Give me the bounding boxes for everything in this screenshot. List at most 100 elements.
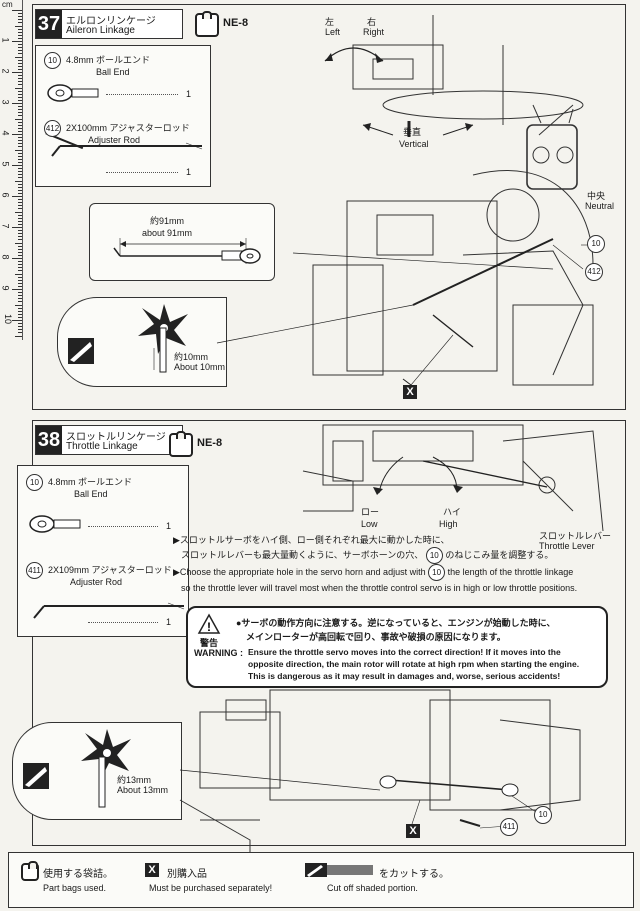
part-name-jp: 4.8mm ボールエンド	[48, 477, 133, 487]
legend-box: 使用する袋詰。 Part bags used. X 別購入品 Must be p…	[8, 852, 634, 908]
ruler-tick	[18, 199, 22, 201]
right-label-en: Right	[363, 27, 385, 37]
ruler-tick	[18, 205, 22, 207]
part-name-jp: 2X100mm アジャスターロッド	[66, 123, 190, 133]
svg-text:!: !	[207, 620, 211, 634]
left-label-jp: 左	[325, 17, 335, 27]
step-38-bag-label: NE-8	[197, 437, 223, 449]
part-name-en: Adjuster Rod	[70, 577, 123, 587]
rod-length-box: 約91mm about 91mm	[89, 203, 275, 281]
part-qty: 1	[186, 167, 192, 177]
ruler-tick	[18, 230, 22, 232]
ruler-tick	[18, 99, 22, 101]
ruler-tick	[18, 251, 22, 253]
ruler-tick	[18, 202, 22, 204]
high-label-en: High	[439, 519, 458, 529]
ruler-tick	[15, 304, 22, 306]
ruler-tick	[18, 223, 22, 225]
ruler-tick	[18, 326, 22, 328]
ruler-tick	[15, 25, 22, 27]
ruler-tick	[15, 56, 22, 58]
part-number-badge: 10	[26, 474, 43, 491]
servo-horn-drawing	[68, 304, 188, 373]
neutral-label-jp: 中央	[587, 191, 606, 201]
ruler-tick	[18, 282, 22, 284]
ruler-tick	[12, 165, 22, 166]
legend-bag-jp: 使用する袋詰。	[43, 869, 113, 880]
ruler-tick	[18, 264, 22, 266]
rod-length-jp: 約91mm	[150, 216, 185, 226]
ruler-tick	[12, 134, 22, 135]
ruler-tick	[18, 183, 22, 185]
servo-horn-zoom: 約10mm About 10mm	[57, 297, 227, 387]
instruction-en-line1: Choose the appropriate hole in the servo…	[179, 567, 426, 577]
ruler-tick	[18, 50, 22, 52]
ruler-unit: cm	[2, 0, 13, 9]
ruler-tick	[15, 211, 22, 213]
ruler-tick	[18, 127, 22, 129]
ruler-tick	[18, 261, 22, 263]
ruler-tick	[18, 115, 22, 117]
horn-distance-en: About 10mm	[174, 362, 226, 372]
ruler-tick	[18, 109, 22, 111]
legend-cut-jp: をカットする。	[379, 869, 449, 880]
ruler-tick	[15, 87, 22, 89]
ruler-tick	[18, 217, 22, 219]
ruler-tick	[18, 90, 22, 92]
ruler-tick	[18, 186, 22, 188]
ruler-tick	[12, 320, 22, 321]
legend-cut-en: Cut off shaded portion.	[327, 883, 418, 893]
callout-part-411: 411	[500, 818, 518, 836]
ruler-tick	[18, 236, 22, 238]
low-label-jp: ロー	[361, 507, 380, 517]
ruler-tick	[18, 124, 22, 126]
ruler-tick	[18, 276, 22, 278]
throttle-lever-jp: スロットルレバー	[539, 531, 612, 541]
ruler-tick	[18, 332, 22, 334]
rod-with-ball-end-drawing	[113, 238, 261, 264]
ruler-tick	[18, 59, 22, 61]
ruler-tick	[18, 112, 22, 114]
ruler-tick	[18, 158, 22, 160]
ruler-tick	[18, 239, 22, 241]
ruler-tick	[18, 22, 22, 24]
part-bag-icon	[169, 431, 193, 457]
warning-jp-line1: ●サーボの動作方向に注意する。逆になっていると、エンジンが始動した時に、	[236, 618, 556, 628]
ruler-tick	[18, 62, 22, 64]
ruler-tick	[18, 267, 22, 269]
step-38-number: 38	[36, 426, 62, 454]
ruler-tick	[18, 279, 22, 281]
ruler-tick	[12, 10, 22, 11]
part-bag-icon	[195, 11, 219, 37]
ruler-tick	[18, 121, 22, 123]
warning-box: ! 警告 WARNING : ●サーボの動作方向に注意する。逆になっていると、エ…	[186, 606, 608, 688]
ruler-tick	[18, 307, 22, 309]
step-38-title-en: Throttle Linkage	[66, 441, 138, 452]
purchase-separately-icon: X	[145, 863, 159, 877]
ruler-tick	[18, 96, 22, 98]
warning-label-jp: 警告	[200, 638, 219, 648]
step-37-title-jp: エルロンリンケージ	[66, 16, 156, 27]
ruler-tick	[18, 233, 22, 235]
part-qty: 1	[166, 521, 172, 531]
legend-bag-en: Part bags used.	[43, 883, 107, 893]
ruler-tick	[18, 254, 22, 256]
ruler-tick	[15, 335, 22, 337]
ruler-tick	[18, 16, 22, 18]
ruler-tick	[18, 208, 22, 210]
step-38-header: 38 スロットルリンケージ Throttle Linkage	[35, 425, 183, 455]
right-label-jp: 右	[367, 17, 377, 27]
ruler-tick	[18, 270, 22, 272]
ruler-tick	[18, 316, 22, 318]
part-name-en: Adjuster Rod	[88, 135, 141, 145]
ruler-tick	[12, 258, 22, 259]
ruler-tick	[18, 106, 22, 108]
neutral-label-en: Neutral	[585, 201, 615, 211]
ruler-tick	[18, 214, 22, 216]
instruction-text: ▶スロットルサーボをハイ側、ロー側それぞれ最大に動かした時に、 スロットルレバー…	[173, 533, 613, 595]
vertical-label-jp: 垂直	[403, 127, 422, 137]
ruler-tick	[18, 44, 22, 46]
step-37-title-en: Aileron Linkage	[66, 25, 135, 36]
ruler-tick	[18, 220, 22, 222]
